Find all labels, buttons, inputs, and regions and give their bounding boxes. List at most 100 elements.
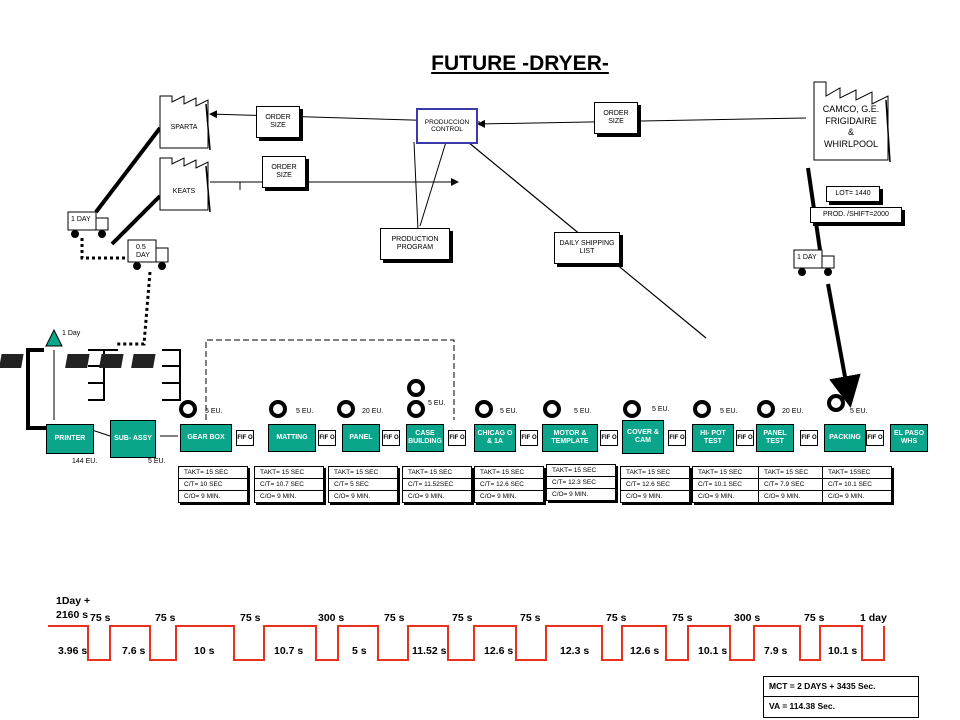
summary-box: MCT = 2 DAYS + 3435 Sec. VA = 114.38 Sec… xyxy=(763,676,919,718)
lot-size-box: LOT= 1440 xyxy=(826,186,880,202)
process-box: COVER & CAM xyxy=(622,420,664,454)
data-row-ct: C/T= 7.9 SEC xyxy=(759,479,827,491)
order-size-box-keats: ORDER SIZE xyxy=(262,156,306,188)
timeline-process-time: 7.9 s xyxy=(764,645,788,657)
timeline-process-time: 10.7 s xyxy=(274,645,304,657)
supply-day-label: 1 Day xyxy=(62,330,81,337)
inventory-label: 20 EU. xyxy=(782,408,804,415)
timeline-process-time: 10.1 s xyxy=(828,645,858,657)
timeline-wait: 75 s xyxy=(452,612,473,624)
timeline-wait: 75 s xyxy=(606,612,627,624)
timeline-wait: 300 s xyxy=(734,612,761,624)
timeline-process-time: 3.96 s xyxy=(58,645,88,657)
fifo-lane: FIF O xyxy=(800,430,818,446)
timeline-wait: 1 day xyxy=(860,612,887,624)
customer-label: CAMCO, G.E. FRIGIDAIRE & WHIRLPOOL xyxy=(822,104,880,150)
data-row-co: C/O= 9 MIN. xyxy=(184,493,221,500)
inventory-label: 5 EU. xyxy=(574,408,592,415)
timeline-process-time: 12.6 s xyxy=(630,645,660,657)
va-value: VA = 114.38 Sec. xyxy=(769,701,835,711)
order-size-box-customer: ORDER SIZE xyxy=(594,102,638,134)
data-row-co: C/O= 9 MIN. xyxy=(698,493,735,500)
fifo-lane: FIF O xyxy=(236,430,254,446)
truck-customer-label: 1 DAY xyxy=(797,254,817,261)
production-control-box: PRODUCCION CONTROL xyxy=(416,108,478,144)
timeline-process-time: 10 s xyxy=(194,645,215,657)
fifo-lane: FIF O xyxy=(736,430,754,446)
data-row-co: C/O= 9 MIN. xyxy=(828,493,865,500)
process-box: PANEL xyxy=(342,424,380,452)
data-row-co: C/O= 9 MIN. xyxy=(480,493,517,500)
data-row-ct: C/T= 10.1 SEC xyxy=(693,479,761,491)
process-sub-assy: SUB- ASSY xyxy=(110,420,156,458)
fifo-lane: FIF O xyxy=(600,430,618,446)
process-box: PACKING xyxy=(824,424,866,452)
data-row-ct: C/T= 10.7 SEC xyxy=(255,479,323,491)
production-program-box: PRODUCTION PROGRAM xyxy=(380,228,450,260)
process-box: HI- POT TEST xyxy=(692,424,734,452)
data-row-co: C/O= 9 MIN. xyxy=(260,493,297,500)
inventory-label: 5 EU. xyxy=(652,406,670,413)
data-row-takt: TAKT= 15 SEC xyxy=(475,467,543,479)
data-row-ct: C/T= 12.6 SEC xyxy=(621,479,689,491)
timeline-process-time: 10.1 s xyxy=(698,645,728,657)
timeline-wait: 75 s xyxy=(804,612,825,624)
data-row-ct: C/T= 11.52SEC xyxy=(403,479,471,491)
timeline-process-time: 11.52 s xyxy=(412,645,447,657)
data-row-ct: C/T= 10.1 SEC xyxy=(823,479,891,491)
process-box: GEAR BOX xyxy=(180,424,232,452)
data-row-ct: C/T= 10 SEC xyxy=(179,479,247,491)
timeline-wait: 300 s xyxy=(318,612,345,624)
page-title: FUTURE -DRYER- xyxy=(431,52,609,75)
truck-sparta-label: 1 DAY xyxy=(71,216,91,223)
timeline-wait: 75 s xyxy=(520,612,541,624)
data-row-co: C/O= 9 MIN. xyxy=(764,493,801,500)
inventory-sub-assy: 5 EU. xyxy=(148,458,166,465)
fifo-lane: FIF O xyxy=(318,430,336,446)
fifo-lane: FIF O xyxy=(448,430,466,446)
process-box: CASE BUILDING xyxy=(406,424,444,452)
timeline-wait: 75 s xyxy=(90,612,111,624)
data-row-takt: TAKT= 15 SEC xyxy=(621,467,689,479)
fifo-lane: FIF O xyxy=(866,430,884,446)
mct-value: MCT = 2 DAYS + 3435 Sec. xyxy=(764,677,918,697)
inventory-label: 5 EU. xyxy=(720,408,738,415)
data-row-ct: C/T= 5 SEC xyxy=(329,479,397,491)
inventory-label: 5 EU. xyxy=(205,408,223,415)
fifo-lane: FIF O xyxy=(520,430,538,446)
process-box: CHICAG O & 1A xyxy=(474,424,516,452)
inventory-label: 5 EU. xyxy=(500,408,518,415)
data-row-takt: TAKT= 15 SEC xyxy=(693,467,761,479)
data-row-co: C/O= 9 MIN. xyxy=(334,493,371,500)
inventory-label: 20 EU. xyxy=(362,408,384,415)
data-row-takt: TAKT= 15 SEC xyxy=(759,467,827,479)
process-box: PANEL TEST xyxy=(756,424,794,452)
data-row-takt: TAKT= 15 SEC xyxy=(547,465,615,477)
production-per-shift-box: PROD. /SHIFT=2000 xyxy=(810,207,902,223)
timeline-wait: 75 s xyxy=(672,612,693,624)
process-box: MATTING xyxy=(268,424,316,452)
data-row-co: C/O= 9 MIN. xyxy=(552,491,589,498)
process-box: MOTOR & TEMPLATE xyxy=(542,424,598,452)
inventory-label: 5 EU. xyxy=(850,408,868,415)
timeline-process-time: 12.6 s xyxy=(484,645,514,657)
data-row-co: C/O= 9 MIN. xyxy=(626,493,663,500)
fifo-lane: FIF O xyxy=(382,430,400,446)
data-row-takt: TAKT= 15SEC xyxy=(823,467,891,479)
data-row-takt: TAKT= 15 SEC xyxy=(329,467,397,479)
timeline-process-time: 7.6 s xyxy=(122,645,146,657)
data-row-takt: TAKT= 15 SEC xyxy=(403,467,471,479)
data-row-co: C/O= 9 MIN. xyxy=(408,493,445,500)
fifo-lane: FIF O xyxy=(668,430,686,446)
timeline-wait: 75 s xyxy=(155,612,176,624)
